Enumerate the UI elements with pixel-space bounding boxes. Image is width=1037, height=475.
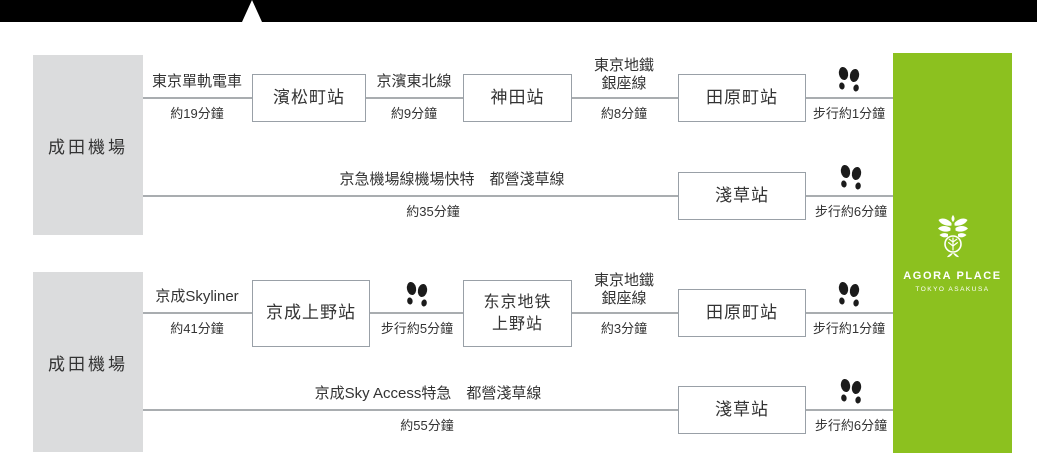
duration-label: 約19分鐘 — [170, 106, 224, 121]
line-label-keisei-sky-access: 京成Sky Access特急 都營淺草線 — [314, 385, 542, 403]
route-line-2 — [143, 195, 893, 197]
walk-duration-label: 步行約6分鐘 — [814, 204, 888, 219]
origin-box-narita-1: 成田機場 — [33, 55, 143, 235]
station-box-asakusa-1: 淺草站 — [678, 172, 806, 220]
line-label-ginza-1: 東京地鐵 銀座線 — [594, 57, 654, 95]
line-label-row: 銀座線 — [601, 75, 647, 93]
hotel-location: TOKYO ASAKUSA — [915, 285, 990, 293]
duration-label: 約9分鐘 — [390, 106, 438, 121]
duration-label: 約35分鐘 — [406, 204, 460, 219]
station-box-tawaramachi-2: 田原町站 — [678, 289, 806, 337]
up-triangle-notch — [242, 0, 262, 22]
station-box-tawaramachi-1: 田原町站 — [678, 74, 806, 122]
walk-duration-label: 步行約1分鐘 — [812, 106, 886, 121]
station-box-asakusa-2: 淺草站 — [678, 386, 806, 434]
line-label-keikyu-asakusa: 京急機場線機場快特 都營淺草線 — [339, 171, 565, 189]
footprints-icon — [839, 164, 864, 191]
station-box-keisei-ueno: 京成上野站 — [252, 280, 370, 347]
station-name: 上野站 — [491, 315, 543, 333]
line-label-row: 東京地鐵 — [593, 56, 655, 74]
footprints-icon — [837, 281, 862, 308]
duration-label: 約3分鐘 — [600, 321, 648, 336]
origin-label: 成田機場 — [48, 354, 128, 374]
station-name: 京成上野站 — [266, 303, 356, 323]
walk-duration-label: 步行約6分鐘 — [814, 418, 888, 433]
origin-label: 成田機場 — [48, 137, 128, 157]
duration-label: 約55分鐘 — [400, 418, 454, 433]
line-label-keisei-skyliner: 京成Skyliner — [155, 288, 239, 306]
station-name: 东京地铁 — [483, 293, 552, 311]
station-box-kanda: 神田站 — [463, 74, 572, 122]
line-label-tokyo-monorail: 東京單軌電車 — [151, 73, 243, 91]
duration-label: 約8分鐘 — [600, 106, 648, 121]
footprints-icon — [405, 281, 430, 308]
station-name: 淺草站 — [715, 399, 769, 419]
line-label-row: 東京地鐵 — [593, 271, 655, 289]
line-label-row: 銀座線 — [601, 290, 647, 308]
footprints-icon — [839, 378, 864, 405]
station-name: 田原町站 — [706, 302, 778, 322]
walk-duration-label: 步行約5分鐘 — [380, 321, 454, 336]
hotel-brand: AGORA PLACE — [903, 269, 1002, 282]
walk-duration-label: 步行約1分鐘 — [812, 321, 886, 336]
hotel-box: AGORA PLACE TOKYO ASAKUSA — [893, 53, 1012, 453]
line-label-ginza-2: 東京地鐵 銀座線 — [594, 272, 654, 310]
line-label-keihin-tohoku: 京濱東北線 — [376, 73, 452, 91]
footprints-icon — [837, 66, 862, 93]
station-name: 田原町站 — [706, 87, 778, 107]
station-name: 神田站 — [490, 87, 545, 107]
top-bar — [0, 0, 1037, 22]
duration-label: 約41分鐘 — [170, 321, 224, 336]
route-line-4 — [143, 409, 893, 411]
station-box-hamamatsucho: 濱松町站 — [252, 74, 366, 122]
origin-box-narita-2: 成田機場 — [33, 272, 143, 452]
station-box-tokyo-metro-ueno: 东京地铁 上野站 — [463, 280, 572, 347]
station-name: 淺草站 — [715, 185, 769, 205]
agora-crest-logo — [937, 214, 969, 262]
station-name: 濱松町站 — [273, 87, 345, 107]
